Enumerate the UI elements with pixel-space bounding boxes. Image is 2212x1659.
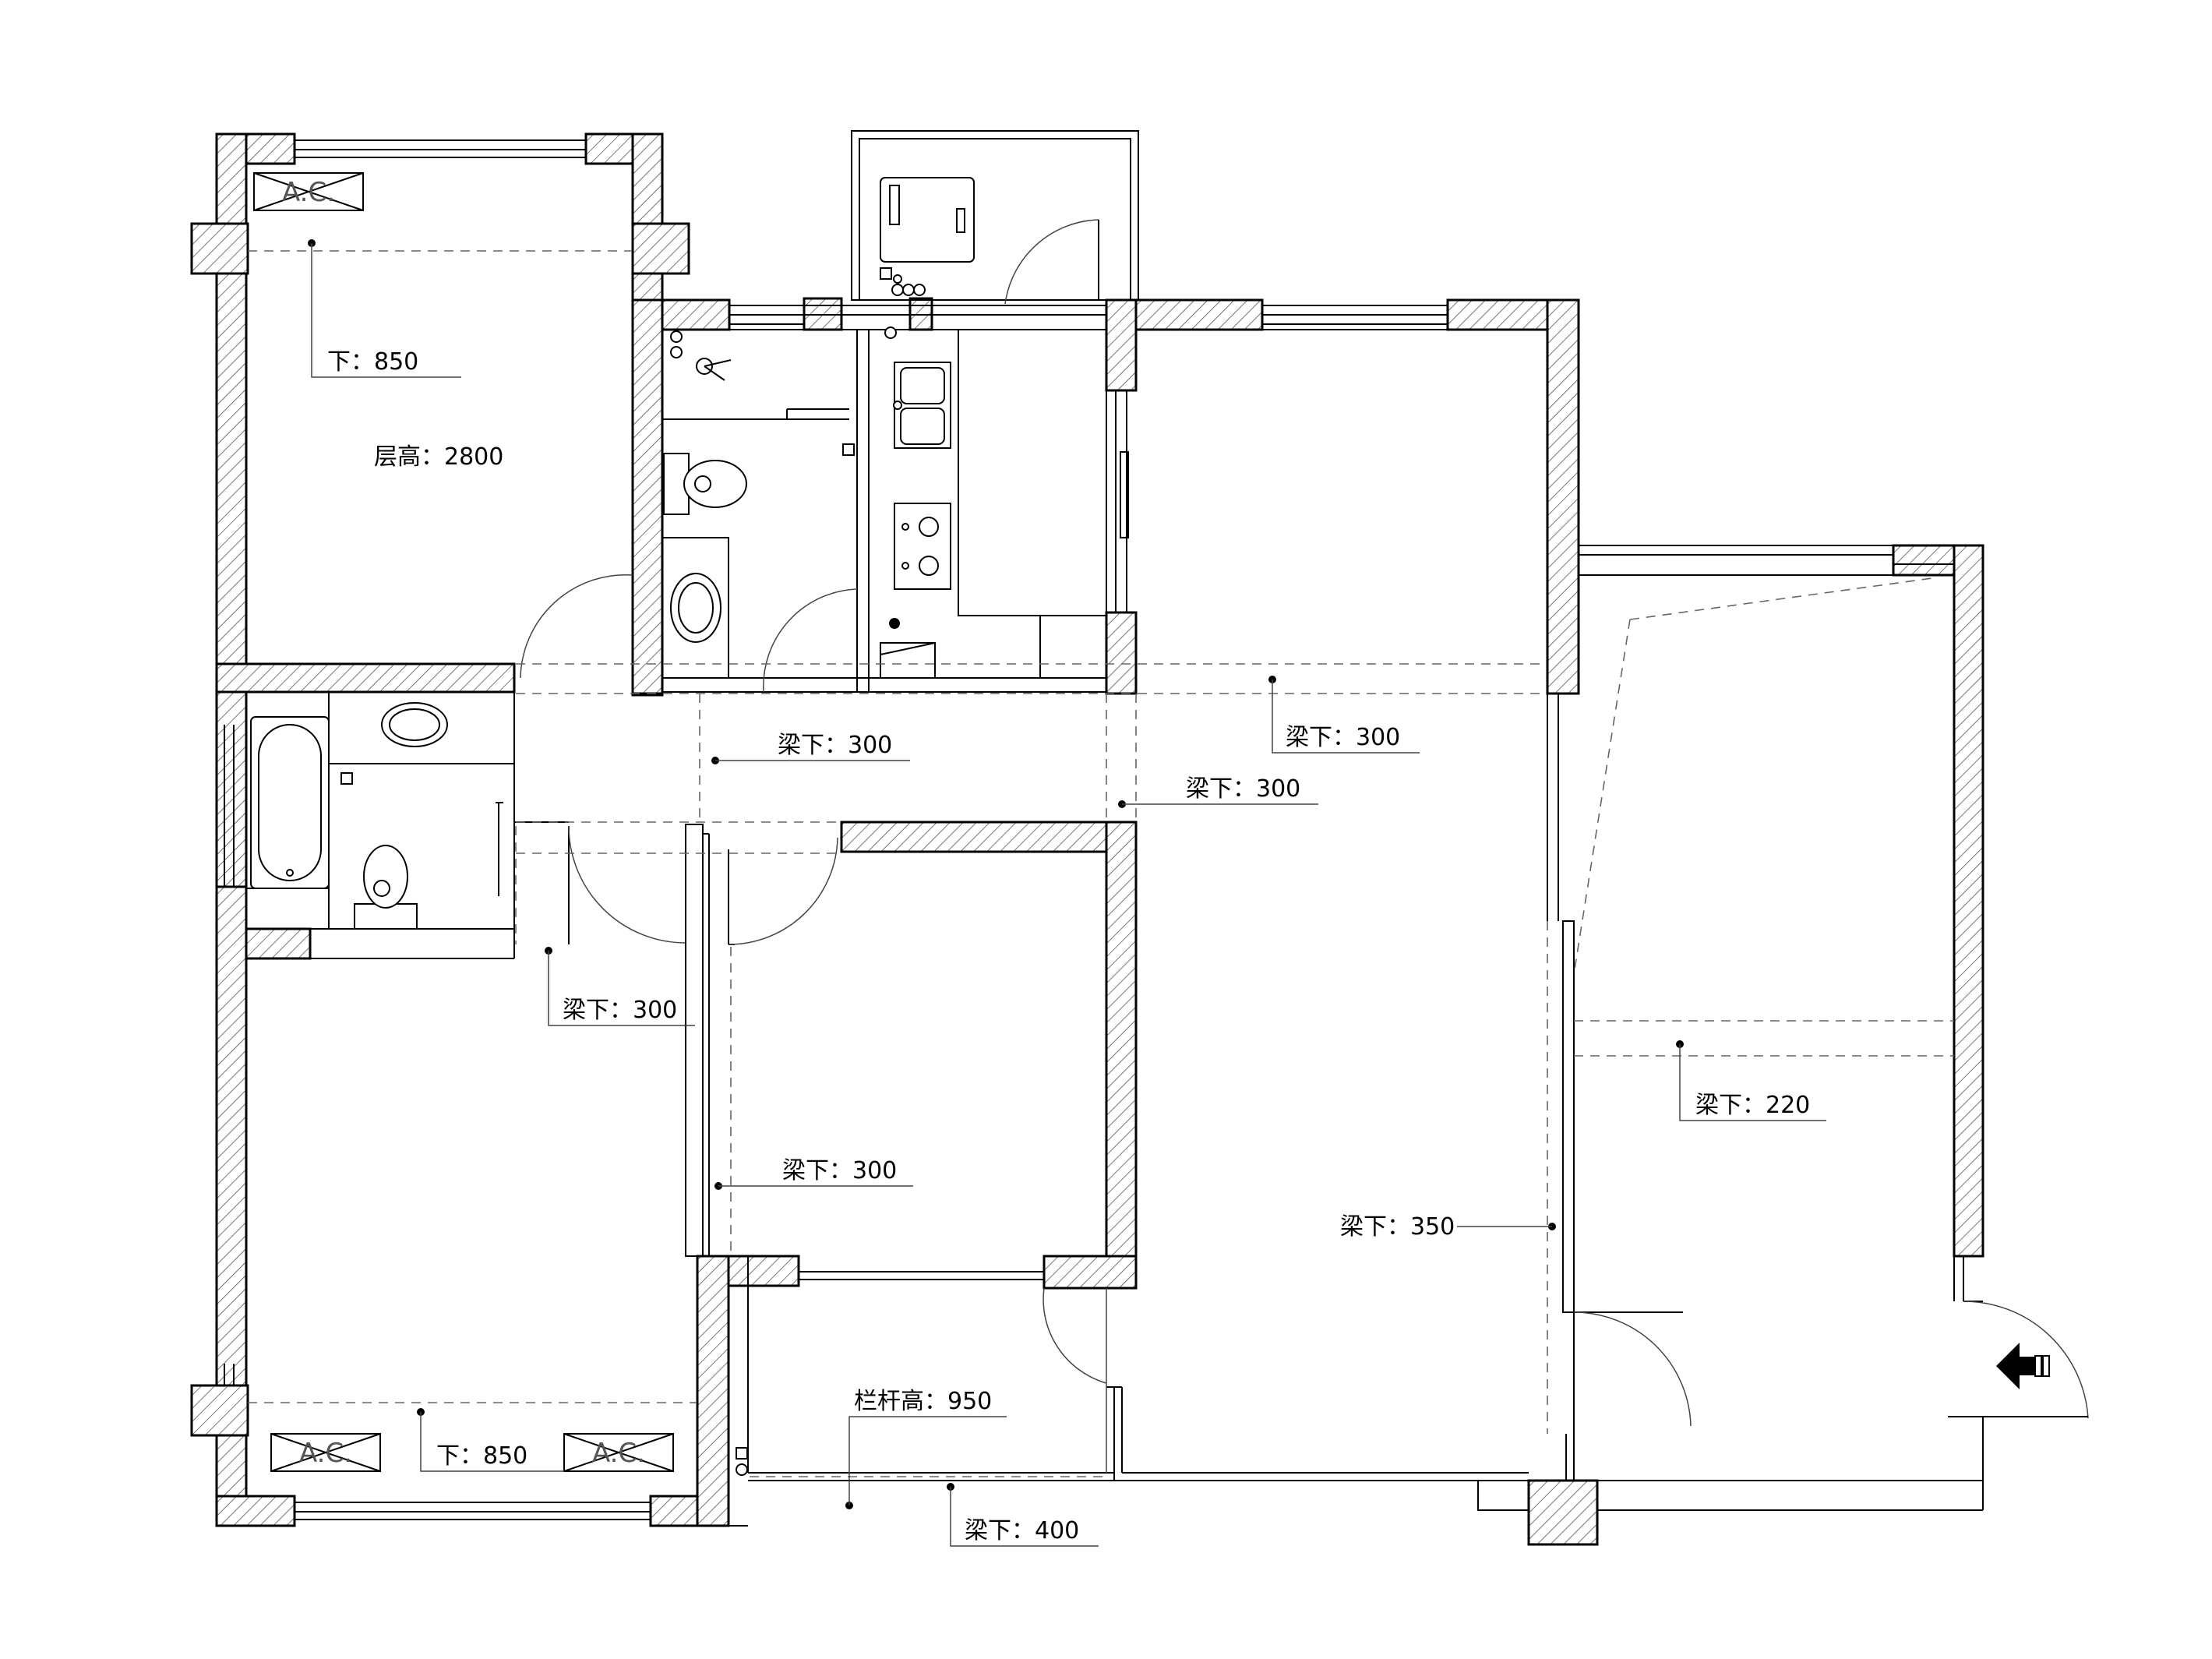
label-beam-300-living-mid: 梁下：300 (1186, 775, 1300, 803)
floor-drain-balcony (880, 267, 892, 280)
label-beam-220: 梁下：220 (1695, 1092, 1810, 1119)
beam-lines (248, 250, 1954, 1477)
label-beam-300-left: 梁下：300 (563, 997, 677, 1024)
washing-machine (880, 177, 975, 263)
wall-left-bath-bottom (245, 927, 312, 960)
ac-label-bottom-left: A.C. (299, 1438, 352, 1469)
wall-bedroom-left-upper (215, 132, 248, 665)
annotations: 下：850 层高：2800 梁下：300 梁下：300 梁下：300 梁下：30… (308, 239, 1826, 1547)
doors (520, 219, 2089, 1427)
wall-bath-top (661, 298, 731, 331)
wall-bedroom-bottom-floor-b (649, 1495, 699, 1527)
label-under-850-bottom: 下：850 (436, 1442, 527, 1470)
wall-mid-bedroom-right (1105, 821, 1138, 1290)
label-under-850-top: 下：850 (327, 348, 418, 376)
label-beam-400: 梁下：400 (965, 1517, 1079, 1544)
ac-label-bottom-right: A.C. (592, 1438, 645, 1469)
pillar-bottom-left (190, 1384, 249, 1437)
wall-bedroom-bottom-floor-a (215, 1495, 296, 1527)
pillar-top-left (190, 222, 249, 275)
wall-bedroom-bottom-left-right (696, 1255, 730, 1527)
wall-mid-bedroom-bottom-a (727, 1255, 800, 1287)
floor-drain-bottom-balcony (736, 1447, 748, 1460)
structure-lines (224, 130, 1984, 1527)
ac-units: A.C. A.C. A.C. (253, 172, 674, 1472)
wall-balcony-right (1953, 544, 1984, 1258)
wall-kitchen-right-stub (1105, 611, 1138, 695)
pillar-bottom-mid (1527, 1479, 1599, 1546)
walls (190, 132, 1984, 1546)
pillar-top-mid (631, 222, 690, 275)
ac-label-top: A.C. (282, 177, 335, 208)
wall-bedroom-bottom (215, 662, 516, 694)
fixtures (246, 177, 975, 1476)
wall-living-right-upper (1546, 298, 1580, 695)
label-beam-300-hall: 梁下：300 (778, 732, 892, 759)
label-railing-950: 栏杆高：950 (854, 1388, 992, 1415)
label-floor-height: 层高：2800 (374, 443, 503, 471)
wall-mid-bedroom-top (840, 821, 1138, 853)
label-beam-350: 梁下：350 (1340, 1213, 1455, 1241)
wall-bath-left (631, 298, 664, 695)
kitchen-stove (894, 503, 951, 590)
label-beam-300-living-top: 梁下：300 (1286, 724, 1400, 751)
entrance-arrow-icon (1996, 1343, 2050, 1389)
label-beam-300-bedroom: 梁下：300 (782, 1157, 897, 1184)
wall-mid-bedroom-bottom-b (1042, 1255, 1138, 1290)
floor-drain-bath (842, 443, 855, 456)
wall-left-bath (215, 690, 248, 888)
floor-drain-left (340, 772, 353, 785)
wall-living-left-upper (1105, 298, 1138, 392)
